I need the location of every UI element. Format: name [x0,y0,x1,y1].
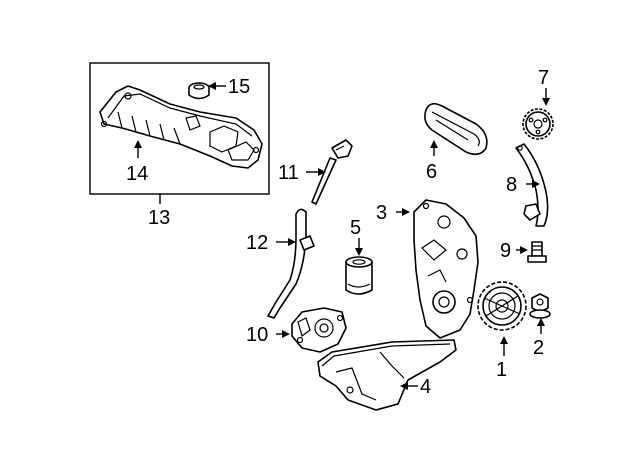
callout-9: 9 [500,240,511,262]
oil-pan[interactable] [317,339,457,411]
callout-7: 7 [538,67,549,89]
valve-cover[interactable] [99,85,263,169]
oil-filter[interactable] [345,256,373,295]
callout-8: 8 [506,174,517,196]
callout-4: 4 [420,376,431,398]
valve-cover-group: 15 14 13 [89,62,270,229]
assembly-box [89,62,270,195]
dipstick[interactable] [311,139,353,205]
callout-12: 12 [246,232,268,254]
crankshaft-pulley[interactable] [477,281,527,331]
callout-13: 13 [148,207,170,229]
timing-chain[interactable] [424,102,488,156]
callout-3: 3 [376,202,387,224]
pulley-bolt[interactable] [529,293,551,319]
oil-filler-cap[interactable] [188,82,210,100]
dipstick-tube[interactable] [267,208,315,319]
callout-6: 6 [426,161,437,183]
callout-14: 14 [126,163,148,185]
timing-cover[interactable] [413,199,479,339]
callout-11: 11 [278,162,299,184]
callout-15: 15 [228,76,250,98]
callout-10: 10 [246,324,268,346]
guide-bolt[interactable] [527,241,547,263]
sprocket[interactable] [522,108,554,140]
callout-5: 5 [350,217,361,239]
chain-guide[interactable] [515,143,549,227]
callout-1: 1 [496,359,507,381]
oil-pump[interactable] [291,307,347,353]
callout-2: 2 [533,337,544,359]
